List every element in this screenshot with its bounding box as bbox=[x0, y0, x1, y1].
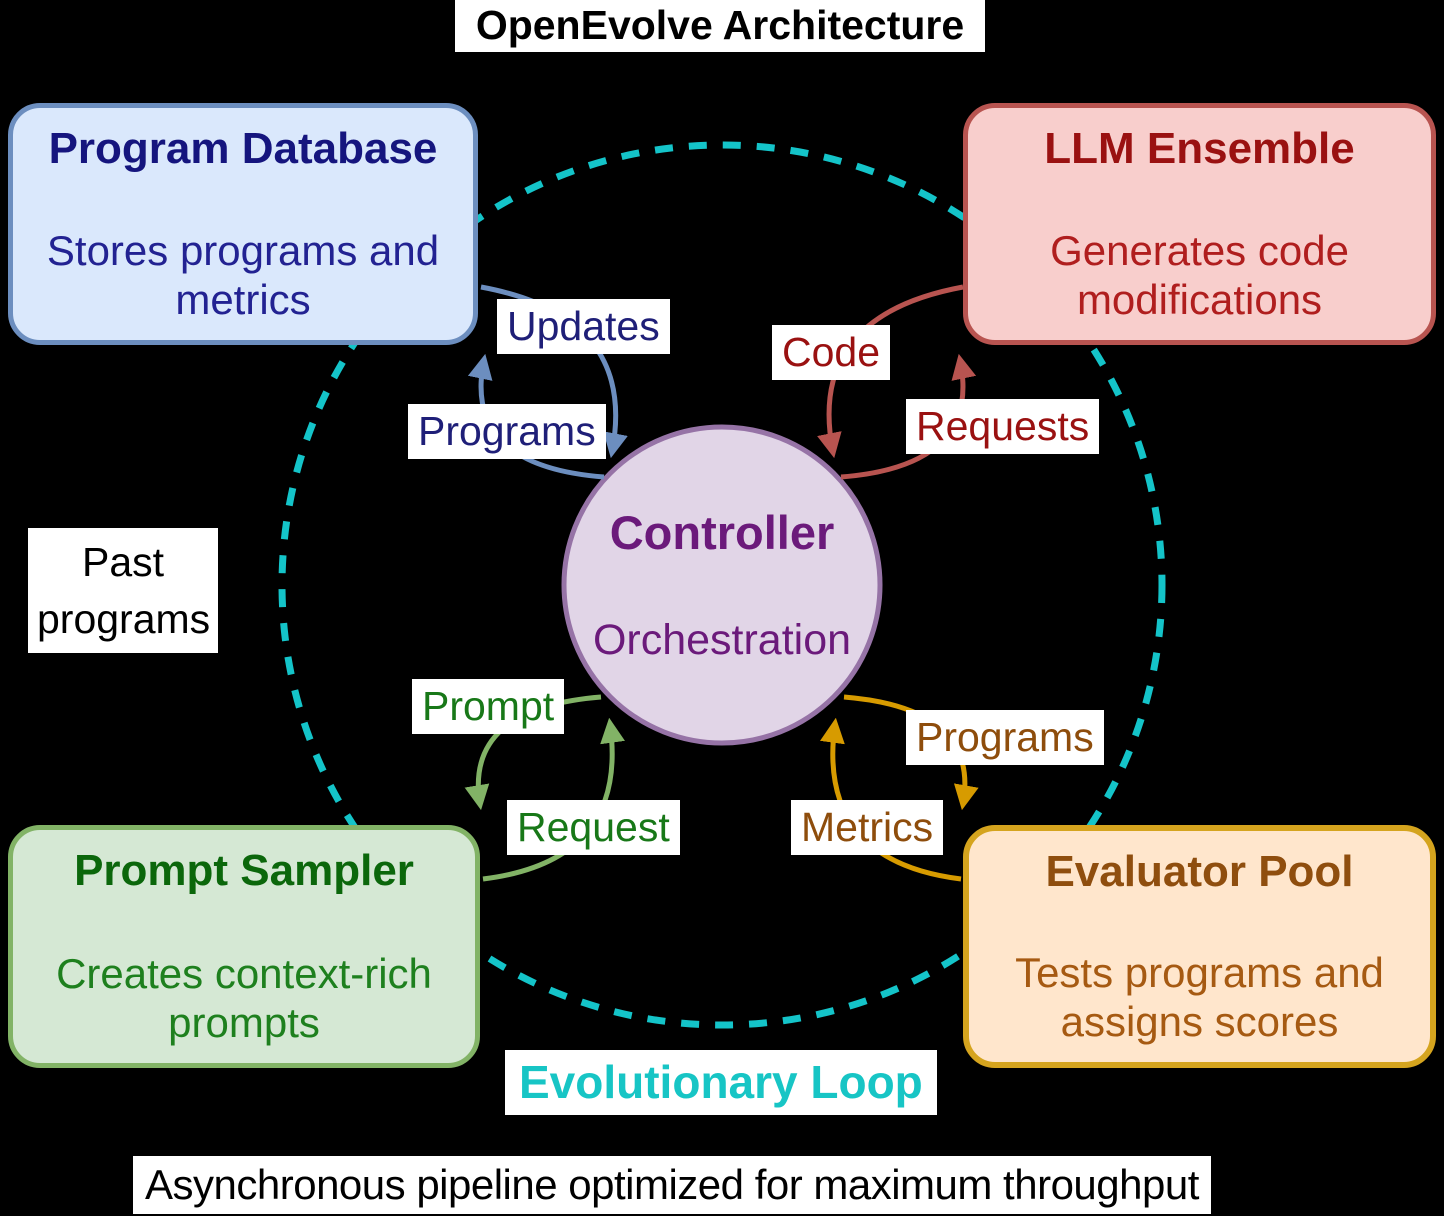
requests-edge-label: Requests bbox=[906, 399, 1100, 455]
request-edge-label: Request bbox=[507, 800, 680, 856]
evaluator-pool-description: Tests programs and assigns scores bbox=[1015, 948, 1384, 1045]
evaluator-pool-box: Evaluator Pool Tests programs and assign… bbox=[963, 825, 1436, 1068]
prompt-sampler-box: Prompt Sampler Creates context-rich prom… bbox=[8, 825, 480, 1068]
page-title: OpenEvolve Architecture bbox=[455, 0, 985, 52]
metrics-edge-label: Metrics bbox=[791, 800, 944, 856]
controller-node: Controller Orchestration bbox=[562, 425, 882, 745]
programs-eval-edge-label: Programs bbox=[906, 710, 1104, 766]
program-database-description: Stores programs and metrics bbox=[46, 226, 440, 323]
evolutionary-loop-circle bbox=[278, 141, 1166, 1029]
prompt-edge-label: Prompt bbox=[412, 679, 565, 735]
past-programs-label: Past programs bbox=[28, 528, 218, 654]
llm-ensemble-description: Generates code modifications bbox=[1050, 226, 1349, 323]
prompt-sampler-title: Prompt Sampler bbox=[74, 846, 414, 895]
controller-circle bbox=[561, 424, 883, 746]
code-edge-label: Code bbox=[772, 325, 891, 381]
program-database-box: Program Database Stores programs and met… bbox=[8, 103, 478, 345]
controller-subtitle: Orchestration bbox=[592, 616, 852, 664]
updates-edge-label: Updates bbox=[497, 299, 670, 355]
llm-ensemble-title: LLM Ensemble bbox=[1044, 124, 1355, 173]
caption-text: Asynchronous pipeline optimized for maxi… bbox=[133, 1156, 1211, 1215]
evolutionary-loop-label: Evolutionary Loop bbox=[505, 1050, 937, 1116]
llm-ensemble-box: LLM Ensemble Generates code modification… bbox=[963, 103, 1436, 345]
program-database-title: Program Database bbox=[48, 124, 438, 173]
prompt-sampler-description: Creates context-rich prompts bbox=[56, 949, 432, 1046]
evaluator-pool-title: Evaluator Pool bbox=[1045, 847, 1354, 896]
programs-db-edge-label: Programs bbox=[408, 404, 606, 460]
controller-title: Controller bbox=[609, 506, 835, 559]
